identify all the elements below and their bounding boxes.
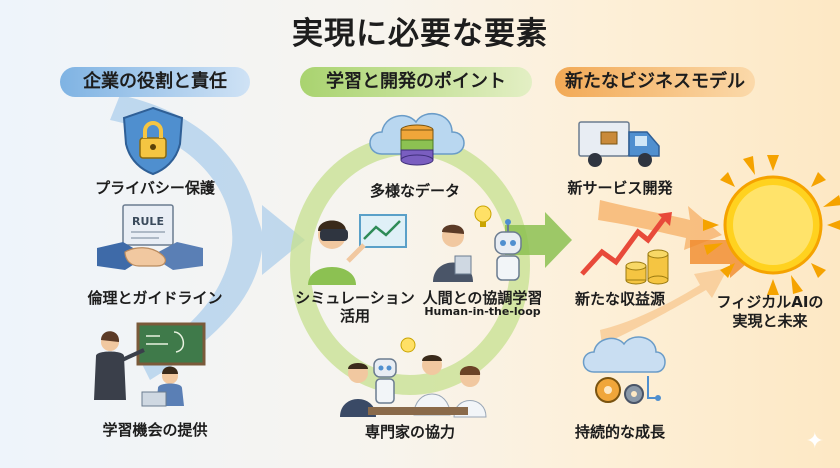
goal-line1: フィジカルAIの xyxy=(716,293,824,311)
rule-sign-text: RULE xyxy=(132,215,164,228)
handshake-rule-icon: RULE xyxy=(97,204,203,270)
label-new-revenue: 新たな収益源 xyxy=(574,290,665,308)
sun-icon xyxy=(703,155,840,295)
sparkle-icon: ✦ xyxy=(805,429,824,454)
label-ethics: 倫理とガイドライン xyxy=(87,289,223,307)
cloud-gear-icon xyxy=(582,336,666,404)
label-simulation: シミュレーション xyxy=(295,289,415,307)
orange-flow-arrow-bottom xyxy=(600,268,728,345)
diagram-title: 実現に必要な要素 xyxy=(292,16,548,52)
label-diverse-data: 多様なデータ xyxy=(369,182,460,200)
delivery-truck-icon xyxy=(578,121,660,167)
revenue-growth-icon xyxy=(580,212,672,285)
goal-line2: 実現と未来 xyxy=(732,312,808,330)
label-privacy: プライバシー保護 xyxy=(95,179,215,197)
label-human-in-the-loop: Human-in-the-loop xyxy=(424,305,541,318)
human-robot-collab-icon xyxy=(433,205,522,282)
expert-team-icon xyxy=(340,337,487,418)
shield-lock-icon xyxy=(122,106,184,176)
cloud-database-icon xyxy=(369,113,465,166)
label-sustainable-growth: 持続的な成長 xyxy=(574,423,665,441)
label-expert-cooperation: 専門家の協力 xyxy=(364,423,455,441)
green-flow-arrow xyxy=(505,212,572,268)
teacher-classroom-icon xyxy=(94,322,206,407)
label-learning-opportunities: 学習機会の提供 xyxy=(102,421,208,439)
label-new-services: 新サービス開発 xyxy=(567,179,673,197)
label-human-collab: 人間との協調学習 xyxy=(422,289,543,307)
heading-business-models: 新たなビジネスモデル xyxy=(555,67,755,97)
vr-simulation-icon xyxy=(308,214,407,285)
heading-learning-points: 学習と開発のポイント xyxy=(300,67,532,97)
heading-company-roles: 企業の役割と責任 xyxy=(60,67,250,97)
label-simulation-use: 活用 xyxy=(339,307,370,325)
